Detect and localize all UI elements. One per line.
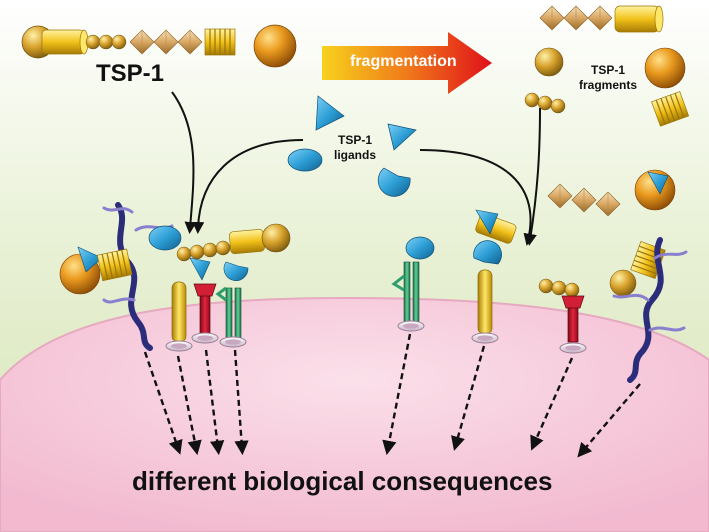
tsp1-bound-molecule-icon: [59, 223, 291, 295]
fragments-label: TSP-1 fragments: [578, 63, 637, 92]
ligand-icon: [287, 95, 417, 197]
fragment-icon: [524, 5, 690, 297]
tsp1-molecule-icon: [21, 24, 297, 68]
ligands-label: TSP-1 ligands: [333, 133, 376, 162]
fragmentation-label: fragmentation: [350, 53, 457, 70]
fragmentation-arrow: [322, 32, 492, 94]
consequences-label: different biological consequences: [132, 466, 553, 496]
binding-arrows: [171, 91, 541, 246]
receptor-icon: [391, 209, 587, 354]
dashed-arrow-icon: [143, 333, 641, 458]
proteoglycan-icon: [612, 237, 688, 383]
receptor-icon: [165, 281, 247, 352]
tsp1-label: TSP-1: [96, 60, 165, 87]
